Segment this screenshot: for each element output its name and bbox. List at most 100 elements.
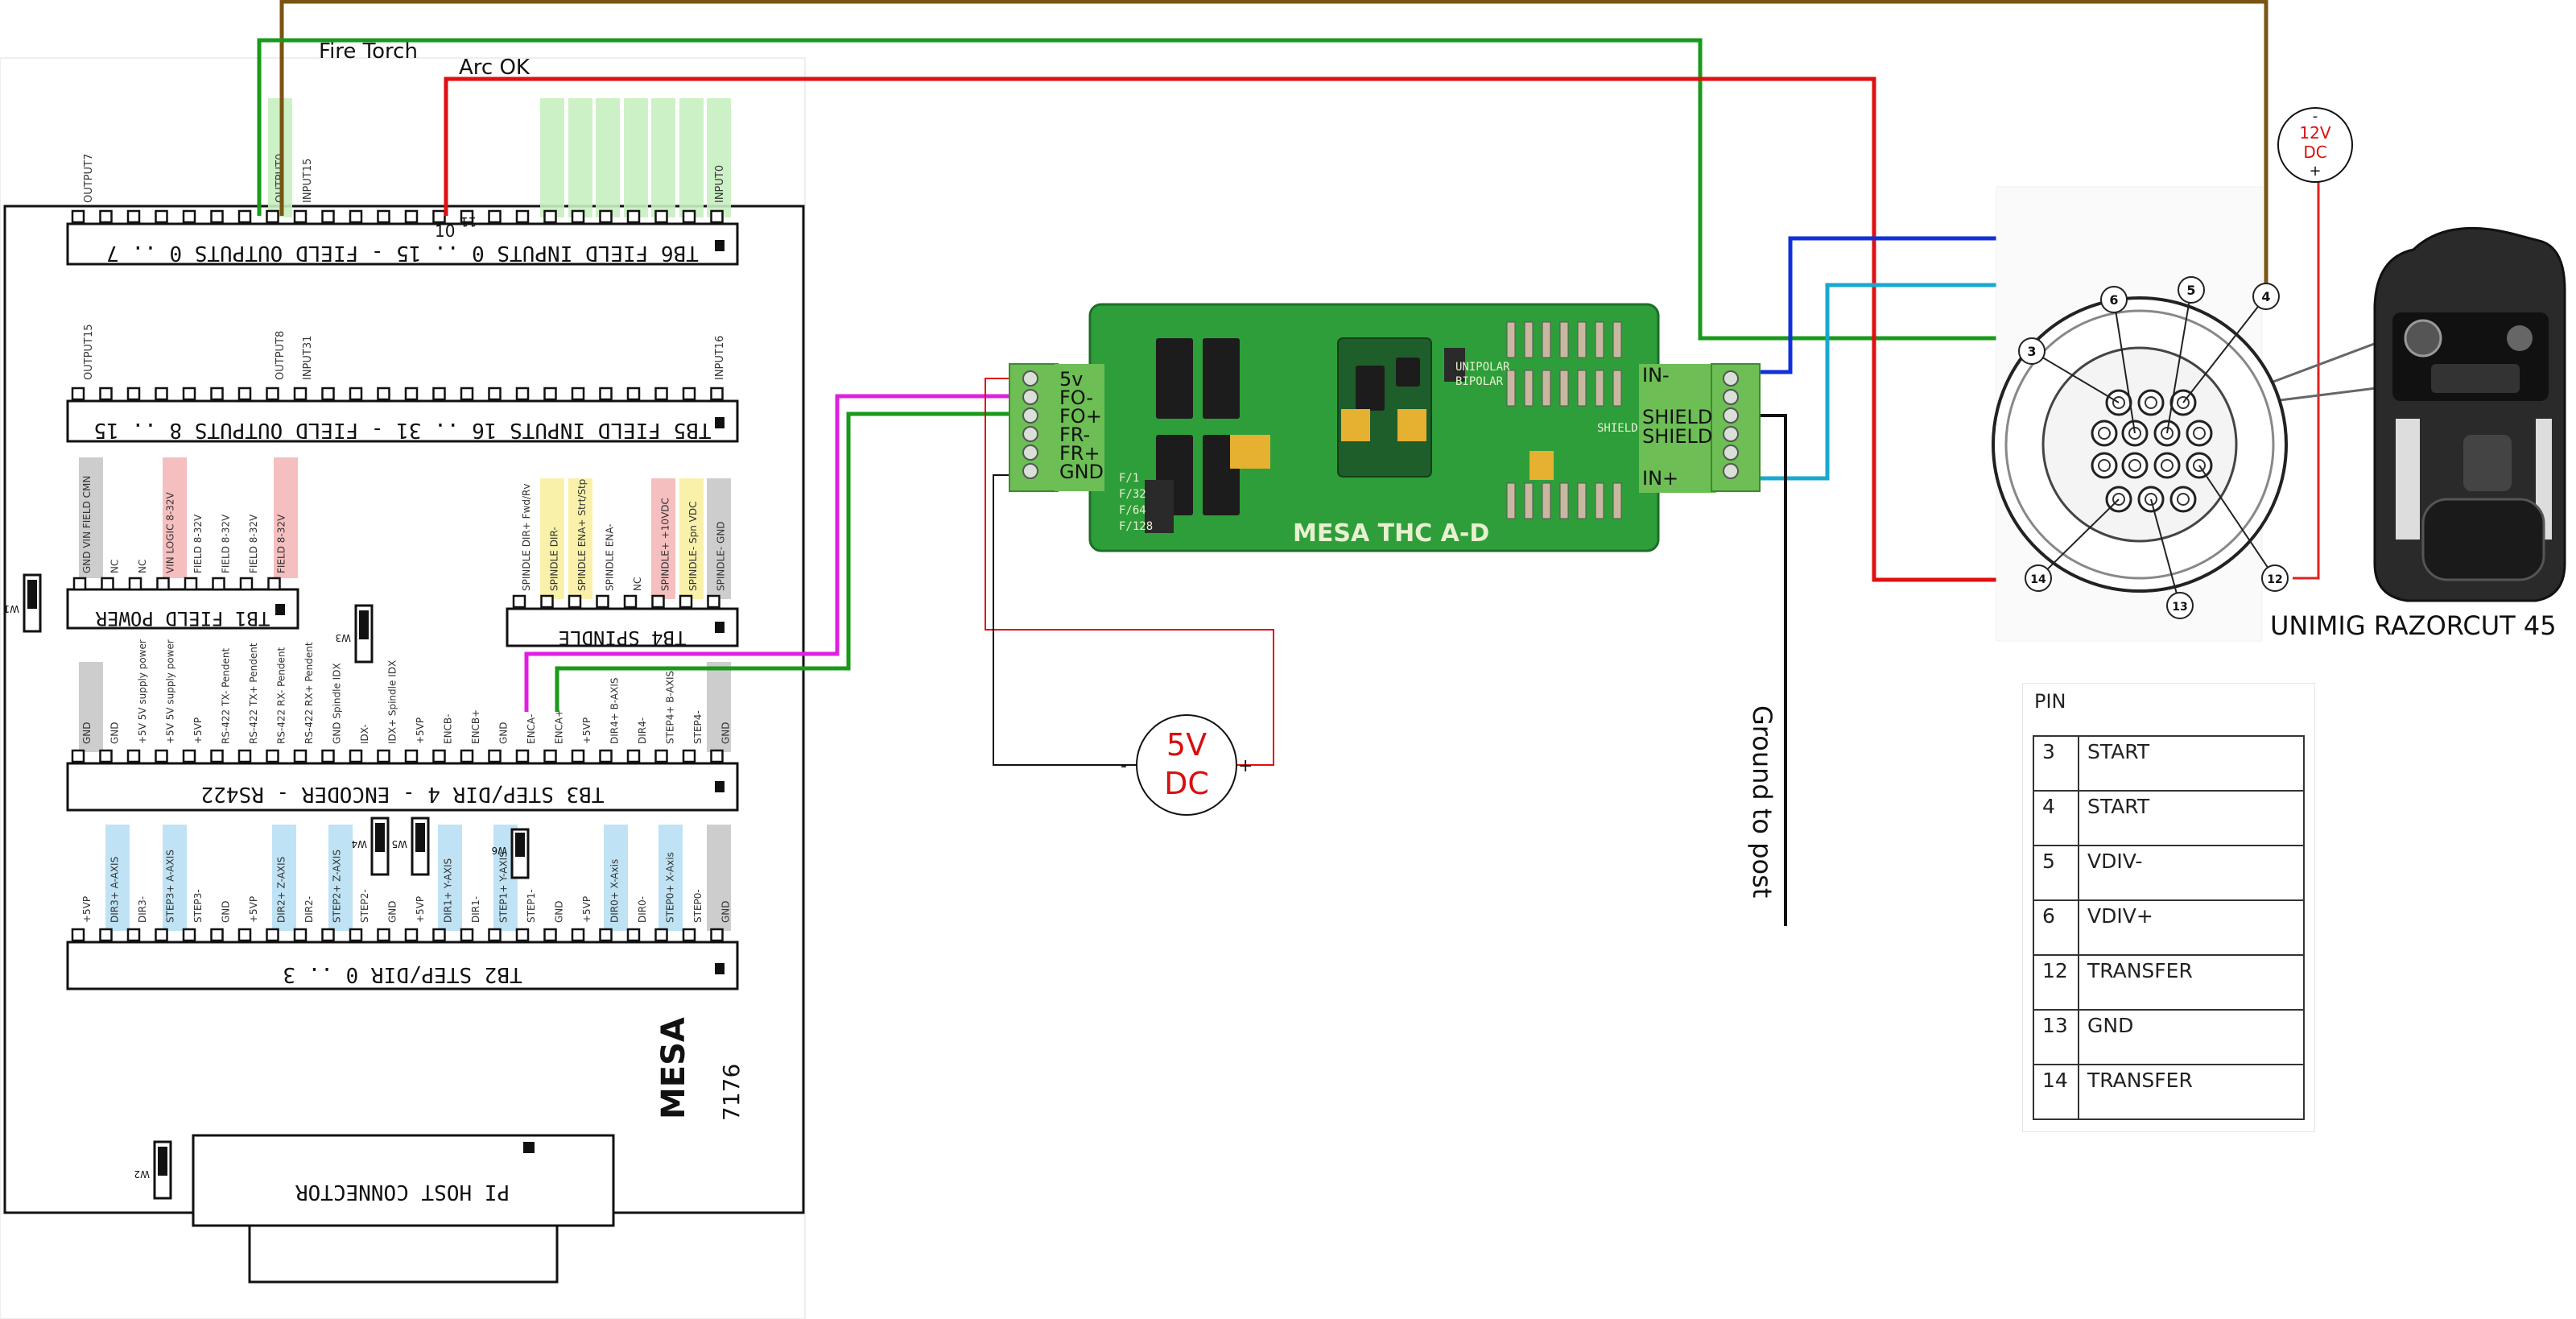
pin-square [651,594,665,609]
pin-square [99,387,113,401]
tb1-pin-label: NC [109,560,121,573]
connector-hole-pin [2193,427,2206,440]
tb5-label-output15: OUTPUT15 [83,324,95,380]
pin-square [512,594,526,609]
thc-resistor [1506,482,1516,519]
pin-square [626,749,641,763]
pin-name-cell: START [2078,735,2305,792]
tb4-pin-label: SPINDLE DIR- [549,527,560,591]
pin-square [377,209,390,224]
connector-callout-number: 13 [2172,601,2187,614]
pin-square [540,594,554,609]
pin-square [571,928,585,942]
pin-square [404,928,419,942]
tb2-pin-label: STEP2- [359,889,370,923]
thc-left-screw [1022,426,1038,442]
mesa-7176-board: TB6 FIELD INPUTS 0 .. 15 - FIELD OUTPUTS… [3,98,805,1284]
tb2-pin-label: STEP0- [692,889,704,923]
pin-square [349,928,363,942]
thc-resistor [1612,482,1622,519]
thc-right-screw [1723,463,1739,479]
thc-resistors [1506,321,1622,519]
connector-callout-line [2182,296,2267,403]
pin-highlight [163,457,187,578]
pin-square [679,594,693,609]
thc-left-pin-label: GND [1059,461,1104,483]
pin-highlight [438,825,462,931]
tb3-pin-label: IDX- [359,724,370,744]
connector-callout-badge [2178,276,2205,304]
tb3-pin-label: RS-422 TX+ Pendent [248,643,259,744]
connector-callout-number: 5 [2186,283,2195,298]
pin-square [184,577,198,591]
pin-square [599,209,613,224]
thc-left-screw [1022,407,1038,424]
pin-square [156,577,170,591]
pin-10-label: 10 [435,221,455,241]
thc-right-screw [1723,407,1739,424]
tb1-pin1-marker [275,604,285,615]
wire-red-5v-plus [985,378,1274,766]
pin-highlight [105,825,130,931]
tb3-pin-label: ENCB- [443,714,454,745]
thc-resistor [1506,370,1516,407]
pin-square [210,749,224,763]
pin-square [488,749,502,763]
pin-square [515,928,530,942]
fire-torch-label: Fire Torch [319,39,418,64]
pin-cell: 4 [2033,790,2079,846]
pin-highlight [163,825,187,931]
pin-highlight [707,825,731,931]
pin-square [460,387,474,401]
connector-callout-line [2113,299,2136,434]
thc-resistor [1506,321,1516,358]
pin-square [155,928,168,942]
connector-hole-pin [2161,459,2174,472]
tb3-pin-label: GND [498,722,510,744]
thc-resistor [1524,482,1534,519]
pin-square [293,209,308,224]
svg-text:F/1: F/1 [1119,472,1139,485]
tb3-pin-label: RS-422 TX- Pendent [221,647,232,744]
pi-host-label: PI HOST CONNECTOR [295,1180,510,1204]
pin-square [182,928,196,942]
thc-resistor [1612,370,1622,407]
tb6-label-output7: OUTPUT7 [83,154,95,203]
svg-text:W4: W4 [352,838,368,850]
pin-square [543,387,557,401]
tb2-pin-label: STEP3+ A-AXIS [165,850,176,923]
tb3-pin-label: GND [720,722,732,744]
wires [257,0,2390,926]
wire-magenta-fo-minus [524,394,1029,712]
pin-square [377,749,390,763]
pin-square [182,209,196,224]
thc-resistor [1542,321,1551,358]
thc-resistor [1542,482,1551,519]
wire-green-fo-plus [555,411,1029,712]
tb5-terminal-block: TB5 FIELD INPUTS 16 .. 31 - FIELD OUTPUT… [66,399,739,443]
pin-cell: 5 [2033,845,2079,901]
thc-left-pin-label: 5v [1059,368,1083,391]
pin-square [377,928,390,942]
svg-text:F/32: F/32 [1119,488,1146,501]
pin-square [126,749,141,763]
tb2-pin-label: GND [720,900,732,923]
pin-square [71,749,85,763]
connector-hole-pin [2177,493,2190,506]
tb5-title: TB5 FIELD INPUTS 16 .. 31 - FIELD OUTPUT… [93,418,711,442]
thc-chips [1145,337,1554,533]
pin-square [626,209,641,224]
tb3-pin-label: ENCB+ [470,709,481,744]
tb2-pin-label: DIR1- [470,896,481,923]
pin-square [237,928,252,942]
pin-square [71,387,85,401]
tb2-pin1-marker [715,963,724,974]
tb2-pin-label: DIR0+ X-Axis [609,859,621,923]
pin-square [682,387,696,401]
thc-resistor [1577,370,1587,407]
psu5-dc-label: DC [1164,766,1209,801]
thc-right-screw [1723,444,1739,461]
